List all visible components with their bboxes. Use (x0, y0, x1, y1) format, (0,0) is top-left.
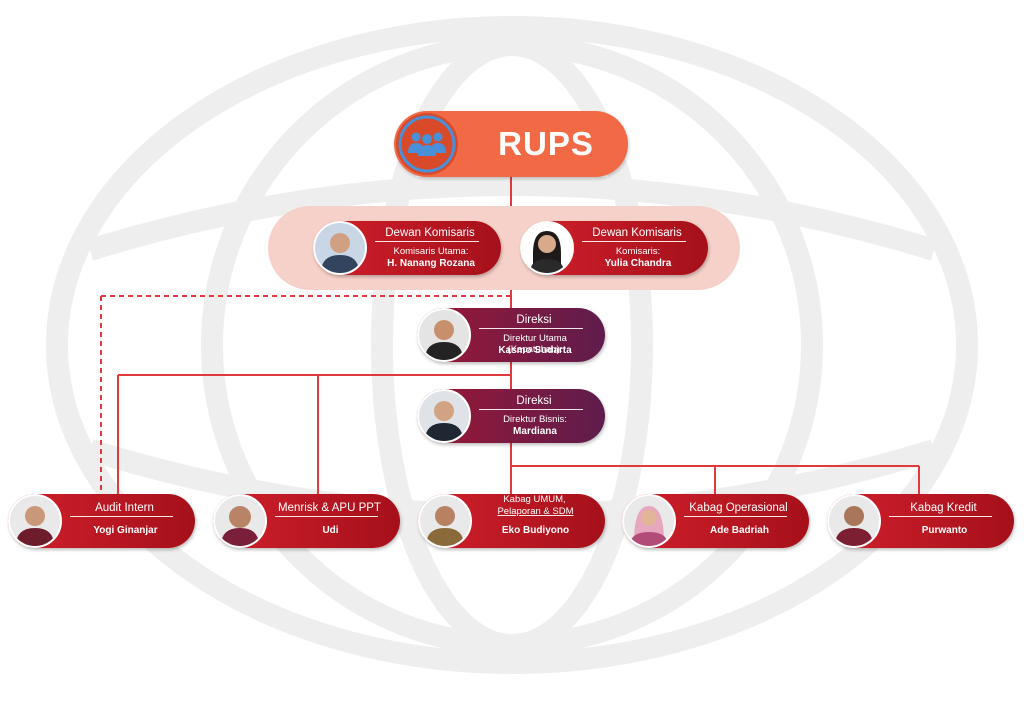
node-name: Kasmo Sudarta (498, 345, 572, 356)
avatar (8, 494, 62, 548)
node-name: Ade Badriah (710, 525, 769, 536)
node-name: Eko Budiyono (501, 525, 570, 536)
divider (582, 241, 686, 242)
director-main-node: Direksi Direktur Utama (Kepatuhan): Kasm… (417, 308, 605, 362)
divider (375, 241, 479, 242)
avatar (417, 389, 471, 443)
avatar (520, 221, 574, 275)
node-title: Direktur Utama (Kepatuhan): (503, 333, 567, 355)
divider (684, 516, 787, 517)
node-role: Menrisk & APU PPT (278, 502, 381, 514)
divider (889, 516, 992, 517)
node-name: Yulia Chandra (604, 258, 672, 269)
unit-node-audit-intern: Audit Intern Yogi Ginanjar (8, 494, 195, 548)
divider (70, 516, 173, 517)
node-role: Dewan Komisaris (592, 227, 682, 239)
node-name: H. Nanang Rozana (387, 258, 475, 269)
avatar (827, 494, 881, 548)
node-name: Yogi Ginanjar (93, 525, 158, 536)
node-role: Direksi (516, 395, 552, 407)
divider (479, 328, 583, 329)
rups-node: RUPS (394, 111, 628, 177)
avatar (313, 221, 367, 275)
node-title: Komisaris: (615, 246, 661, 257)
node-name: Udi (322, 525, 339, 536)
node-role: Kabag UMUM, (503, 494, 566, 505)
avatar (213, 494, 267, 548)
unit-node-kabag-umum: Kabag UMUM, Pelaporan & SDM Eko Budiyono (418, 494, 605, 548)
unit-node-kabag-kredit: Kabag Kredit Purwanto (827, 494, 1014, 548)
unit-node-menrisk: Menrisk & APU PPT Udi (213, 494, 400, 548)
avatar (417, 308, 471, 362)
unit-node-kabag-operasional: Kabag Operasional Ade Badriah (622, 494, 809, 548)
divider (275, 516, 378, 517)
node-role: Kabag Kredit (910, 502, 977, 514)
node-role-line2: Pelaporan & SDM (497, 506, 574, 517)
node-title: Direktur Bisnis: (503, 414, 567, 425)
rups-label: RUPS (498, 125, 594, 162)
node-role: Kabag Operasional (689, 502, 788, 514)
node-role: Direksi (516, 314, 552, 326)
commissioner-node: Dewan Komisaris Komisaris: Yulia Chandra (520, 221, 708, 275)
avatar (418, 494, 472, 548)
node-name: Purwanto (921, 525, 968, 536)
director-node: Direksi Direktur Bisnis: Mardiana (417, 389, 605, 443)
commissioner-main-node: Dewan Komisaris Komisaris Utama: H. Nana… (313, 221, 501, 275)
node-title: Komisaris Utama: (393, 246, 469, 257)
node-role: Audit Intern (95, 502, 154, 514)
node-name: Mardiana (513, 426, 557, 437)
divider (479, 409, 583, 410)
avatar (622, 494, 676, 548)
people-group-icon (396, 113, 458, 175)
node-role: Dewan Komisaris (385, 227, 475, 239)
